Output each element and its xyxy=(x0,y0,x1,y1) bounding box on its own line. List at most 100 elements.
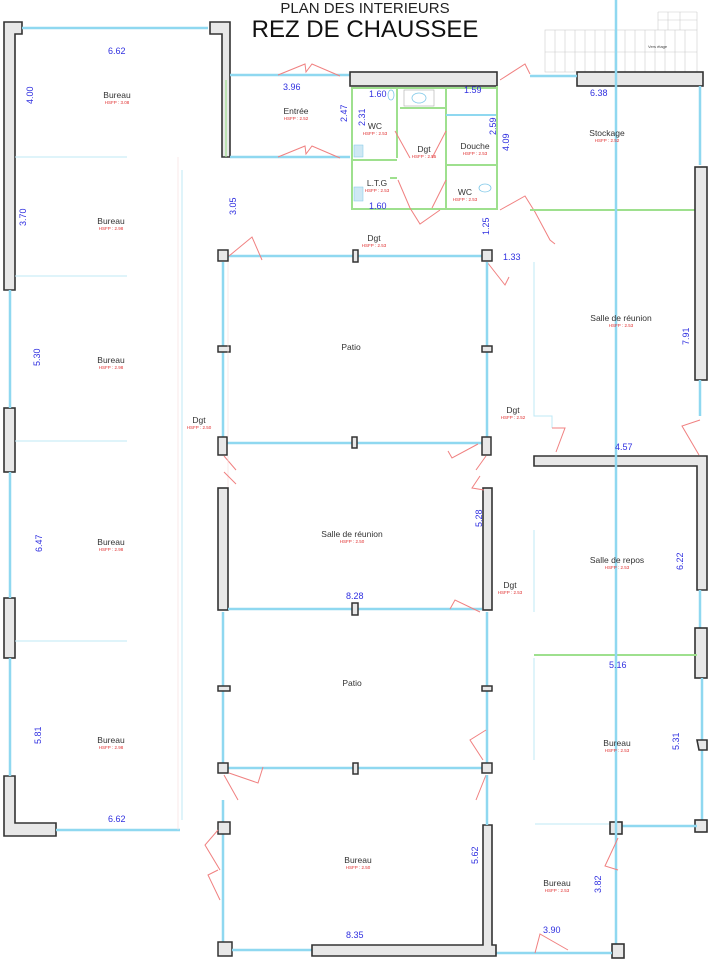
room-name: Dgt xyxy=(367,233,381,243)
dimension-d-3-05: 3.05 xyxy=(228,197,238,215)
room-hsfp: HSFP : 3.08 xyxy=(104,100,130,105)
room-hsfp: HSFP : 2.53 xyxy=(608,323,634,328)
dimension-d-6-38: 6.38 xyxy=(590,88,608,98)
left-wing-walls xyxy=(3,21,231,837)
room-hsfp: HSFP : 2.53 xyxy=(462,151,488,156)
dimension-d-3-90: 3.90 xyxy=(543,925,561,935)
dimension-d-5-28: 5.28 xyxy=(474,509,484,527)
dimension-d-5-62: 5.62 xyxy=(470,846,480,864)
dimension-d-1-60-top: 1.60 xyxy=(369,89,387,99)
dimension-d-5-31: 5.31 xyxy=(671,732,681,750)
room-name: Salle de réunion xyxy=(321,529,383,539)
right-wing-walls xyxy=(492,0,708,959)
room-hsfp: HSFP : 2.52 xyxy=(594,138,620,143)
room-name: Entrée xyxy=(283,106,309,116)
room-hsfp: HSFP : 2.53 xyxy=(364,188,390,193)
room-hsfp: HSFP : 2.50 xyxy=(345,865,371,870)
room-hsfp: HSFP : 2.53 xyxy=(361,243,387,248)
dimension-d-4-09: 4.09 xyxy=(501,133,511,151)
patio-area xyxy=(217,236,510,801)
room-name: Bureau xyxy=(97,216,125,226)
dimension-d-4-00: 4.00 xyxy=(25,86,35,104)
dimension-d-1-60-bot: 1.60 xyxy=(369,201,387,211)
room-hsfp: HSFP : 2.53 xyxy=(362,131,388,136)
room-name: L.T.G xyxy=(366,178,388,188)
room-name: WC xyxy=(457,187,473,197)
room-patio-2: Patio xyxy=(342,678,361,688)
dimension-d-3-96: 3.96 xyxy=(283,82,301,92)
room-hsfp: HSFP : 2.50 xyxy=(186,425,212,430)
dimension-d-6-22: 6.22 xyxy=(675,552,685,570)
dimension-d-1-33: 1.33 xyxy=(503,252,521,262)
dimension-d-3-82: 3.82 xyxy=(593,875,603,893)
dimension-d-6-62-bot: 6.62 xyxy=(108,814,126,824)
room-hsfp: HSFP : 2.53 xyxy=(452,197,478,202)
entrance-area xyxy=(230,63,704,165)
dimension-d-1-25: 1.25 xyxy=(481,217,491,235)
room-hsfp: HSFP : 2.98 xyxy=(98,365,124,370)
room-name: Salle de repos xyxy=(589,555,645,565)
sanitary-block xyxy=(351,87,556,245)
staircase xyxy=(544,11,698,73)
room-hsfp: HSFP : 2.98 xyxy=(98,547,124,552)
room-hsfp: HSFP : 2.52 xyxy=(283,116,309,121)
room-name: Dgt xyxy=(503,580,517,590)
bottom-bureau-walls xyxy=(204,775,497,957)
room-hsfp: HSFP : 2.98 xyxy=(98,226,124,231)
room-name: Douche xyxy=(460,141,490,151)
dimension-d-2-47: 2.47 xyxy=(339,104,349,122)
room-name: Dgt xyxy=(417,144,431,154)
room-name: Patio xyxy=(341,342,361,352)
plan-title: PLAN DES INTERIEURS xyxy=(280,0,450,17)
dimension-d-4-57: 4.57 xyxy=(615,442,633,452)
room-hsfp: HSFP : 2.53 xyxy=(497,590,523,595)
room-hsfp: HSFP : 2.55 xyxy=(411,154,437,159)
room-name: Bureau xyxy=(543,878,571,888)
dimension-d-2-59: 2.59 xyxy=(488,117,498,135)
dimension-d-5-30: 5.30 xyxy=(32,348,42,366)
room-name: Bureau xyxy=(603,738,631,748)
dimension-d-5-16: 5.16 xyxy=(609,660,627,670)
room-name: Bureau xyxy=(97,355,125,365)
room-hsfp: HSFP : 2.53 xyxy=(604,565,630,570)
dimension-d-7-91: 7.91 xyxy=(681,327,691,345)
dimension-d-5-81: 5.81 xyxy=(33,726,43,744)
room-name: Stockage xyxy=(589,128,625,138)
dimension-d-6-47: 6.47 xyxy=(34,534,44,552)
dimension-d-6-62-top: 6.62 xyxy=(108,46,126,56)
dimension-d-1-59: 1.59 xyxy=(464,85,482,95)
room-patio-1: Patio xyxy=(341,342,360,352)
room-hsfp: HSFP : 2.98 xyxy=(98,745,124,750)
room-name: Dgt xyxy=(192,415,206,425)
room-name: Bureau xyxy=(97,735,125,745)
room-hsfp: HSFP : 2.50 xyxy=(339,539,365,544)
stair-label: Vers étage xyxy=(648,44,668,49)
room-name: Bureau xyxy=(344,855,372,865)
plan-subtitle: REZ DE CHAUSSEE xyxy=(251,16,479,43)
room-name: Bureau xyxy=(103,90,131,100)
dimension-d-2-31: 2.31 xyxy=(357,108,367,126)
dimension-d-8-28: 8.28 xyxy=(346,591,364,601)
